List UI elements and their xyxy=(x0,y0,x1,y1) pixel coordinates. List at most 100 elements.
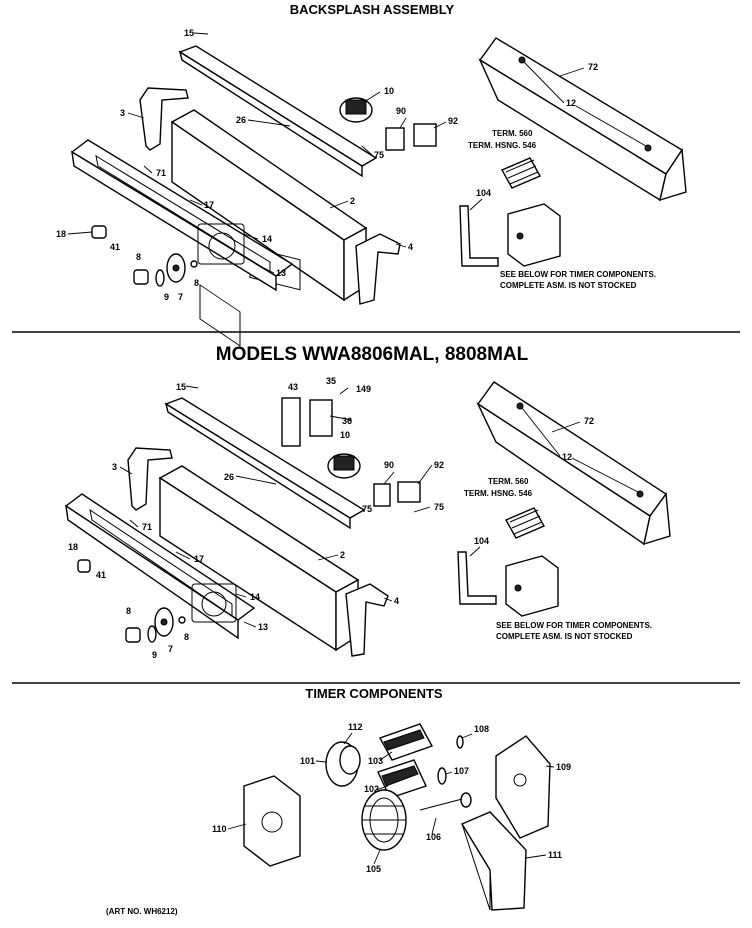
cam-motor-101 xyxy=(325,741,361,787)
note-line1: SEE BELOW FOR TIMER COMPONENTS. xyxy=(500,270,656,279)
contact-blocks-102-103 xyxy=(377,723,434,799)
label-13: 13 xyxy=(276,268,286,278)
right-end-cap xyxy=(345,583,389,657)
label-2: 2 xyxy=(340,550,345,560)
bracket-43-35-36 xyxy=(281,397,333,447)
label-92: 92 xyxy=(448,116,458,126)
label-41: 41 xyxy=(110,242,120,252)
term-label-line1: TERM. 560 xyxy=(492,129,533,138)
front-control-panel xyxy=(70,139,294,292)
knob-parts xyxy=(133,253,198,287)
label-26: 26 xyxy=(236,115,246,125)
label-4: 4 xyxy=(394,596,399,606)
left-end-cap xyxy=(139,87,189,151)
label-104: 104 xyxy=(474,536,489,546)
note-line2: COMPLETE ASM. IS NOT STOCKED xyxy=(496,632,633,641)
label-10: 10 xyxy=(340,430,350,440)
trim-strip xyxy=(178,45,378,178)
timer xyxy=(505,555,559,617)
label-18: 18 xyxy=(56,229,66,239)
label-8-left: 8 xyxy=(126,606,131,616)
label-103: 103 xyxy=(368,756,383,766)
label-17: 17 xyxy=(194,554,204,564)
label-149: 149 xyxy=(356,384,371,394)
models-section: MODELS WWA8806MAL, 8808MAL xyxy=(64,344,671,660)
section-title-timer-components: TIMER COMPONENTS xyxy=(305,686,443,701)
label-7: 7 xyxy=(168,644,173,654)
label-102: 102 xyxy=(364,784,379,794)
right-end-cap xyxy=(355,233,401,305)
label-71: 71 xyxy=(142,522,152,532)
knob-parts xyxy=(125,607,186,643)
clip-107 xyxy=(437,767,447,785)
label-35: 35 xyxy=(326,376,336,386)
section-title-models: MODELS WWA8806MAL, 8808MAL xyxy=(216,344,529,365)
label-106: 106 xyxy=(426,832,441,842)
terminal-block xyxy=(505,507,545,539)
label-4: 4 xyxy=(408,242,413,252)
backsplash-assembly-section: BACKSPLASH ASSEMBLY xyxy=(56,2,687,347)
label-14: 14 xyxy=(250,592,260,602)
label-72: 72 xyxy=(588,62,598,72)
label-9: 9 xyxy=(164,292,169,302)
label-105: 105 xyxy=(366,864,381,874)
leader-lines-section1 xyxy=(67,32,647,274)
label-26: 26 xyxy=(224,472,234,482)
label-9: 9 xyxy=(152,650,157,660)
terminal-block xyxy=(501,157,541,189)
leader-lines-section2 xyxy=(119,385,639,628)
label-90: 90 xyxy=(384,460,394,470)
timer-components-section: TIMER COMPONENTS xyxy=(106,686,571,916)
term-label-line2: TERM. HSNG. 546 xyxy=(468,141,537,150)
label-12: 12 xyxy=(566,98,576,108)
label-15: 15 xyxy=(176,382,186,392)
label-112: 112 xyxy=(348,722,363,732)
label-111: 111 xyxy=(548,850,562,860)
shaft-106 xyxy=(419,792,472,811)
label-101: 101 xyxy=(300,756,315,766)
timer-frame-110 xyxy=(243,775,301,867)
switches xyxy=(339,97,437,151)
label-3: 3 xyxy=(112,462,117,472)
label-92: 92 xyxy=(434,460,444,470)
trim-strip xyxy=(164,397,366,530)
label-41: 41 xyxy=(96,570,106,580)
label-36: 36 xyxy=(342,416,352,426)
label-2: 2 xyxy=(350,196,355,206)
ring-108 xyxy=(456,735,464,749)
label-3: 3 xyxy=(120,108,125,118)
label-14: 14 xyxy=(262,234,272,244)
label-15: 15 xyxy=(184,28,194,38)
label-75-right: 75 xyxy=(434,502,444,512)
label-18: 18 xyxy=(68,542,78,552)
front-control-panel xyxy=(64,493,256,640)
label-71: 71 xyxy=(156,168,166,178)
leader-lines-section3 xyxy=(227,732,555,865)
label-107: 107 xyxy=(454,766,469,776)
backsplash-housing xyxy=(158,465,360,652)
label-72: 72 xyxy=(584,416,594,426)
label-17: 17 xyxy=(204,200,214,210)
label-13: 13 xyxy=(258,622,268,632)
label-108: 108 xyxy=(474,724,489,734)
cover-109 xyxy=(495,735,551,839)
label-104: 104 xyxy=(476,188,491,198)
label-12: 12 xyxy=(562,452,572,462)
timer xyxy=(507,203,561,267)
term-label-line2: TERM. HSNG. 546 xyxy=(464,489,533,498)
label-75: 75 xyxy=(374,150,384,160)
selector-knob xyxy=(91,225,107,239)
label-110: 110 xyxy=(212,824,227,834)
label-8-right: 8 xyxy=(194,278,199,288)
cam-drum-105 xyxy=(361,789,407,851)
label-109: 109 xyxy=(556,762,571,772)
label-43: 43 xyxy=(288,382,298,392)
bracket-111 xyxy=(460,811,527,911)
note-line2: COMPLETE ASM. IS NOT STOCKED xyxy=(500,281,637,290)
left-end-cap xyxy=(127,447,173,511)
label-8-right: 8 xyxy=(184,632,189,642)
top-tray xyxy=(478,37,687,202)
selector-knob xyxy=(77,559,91,573)
note-line1: SEE BELOW FOR TIMER COMPONENTS. xyxy=(496,621,652,630)
